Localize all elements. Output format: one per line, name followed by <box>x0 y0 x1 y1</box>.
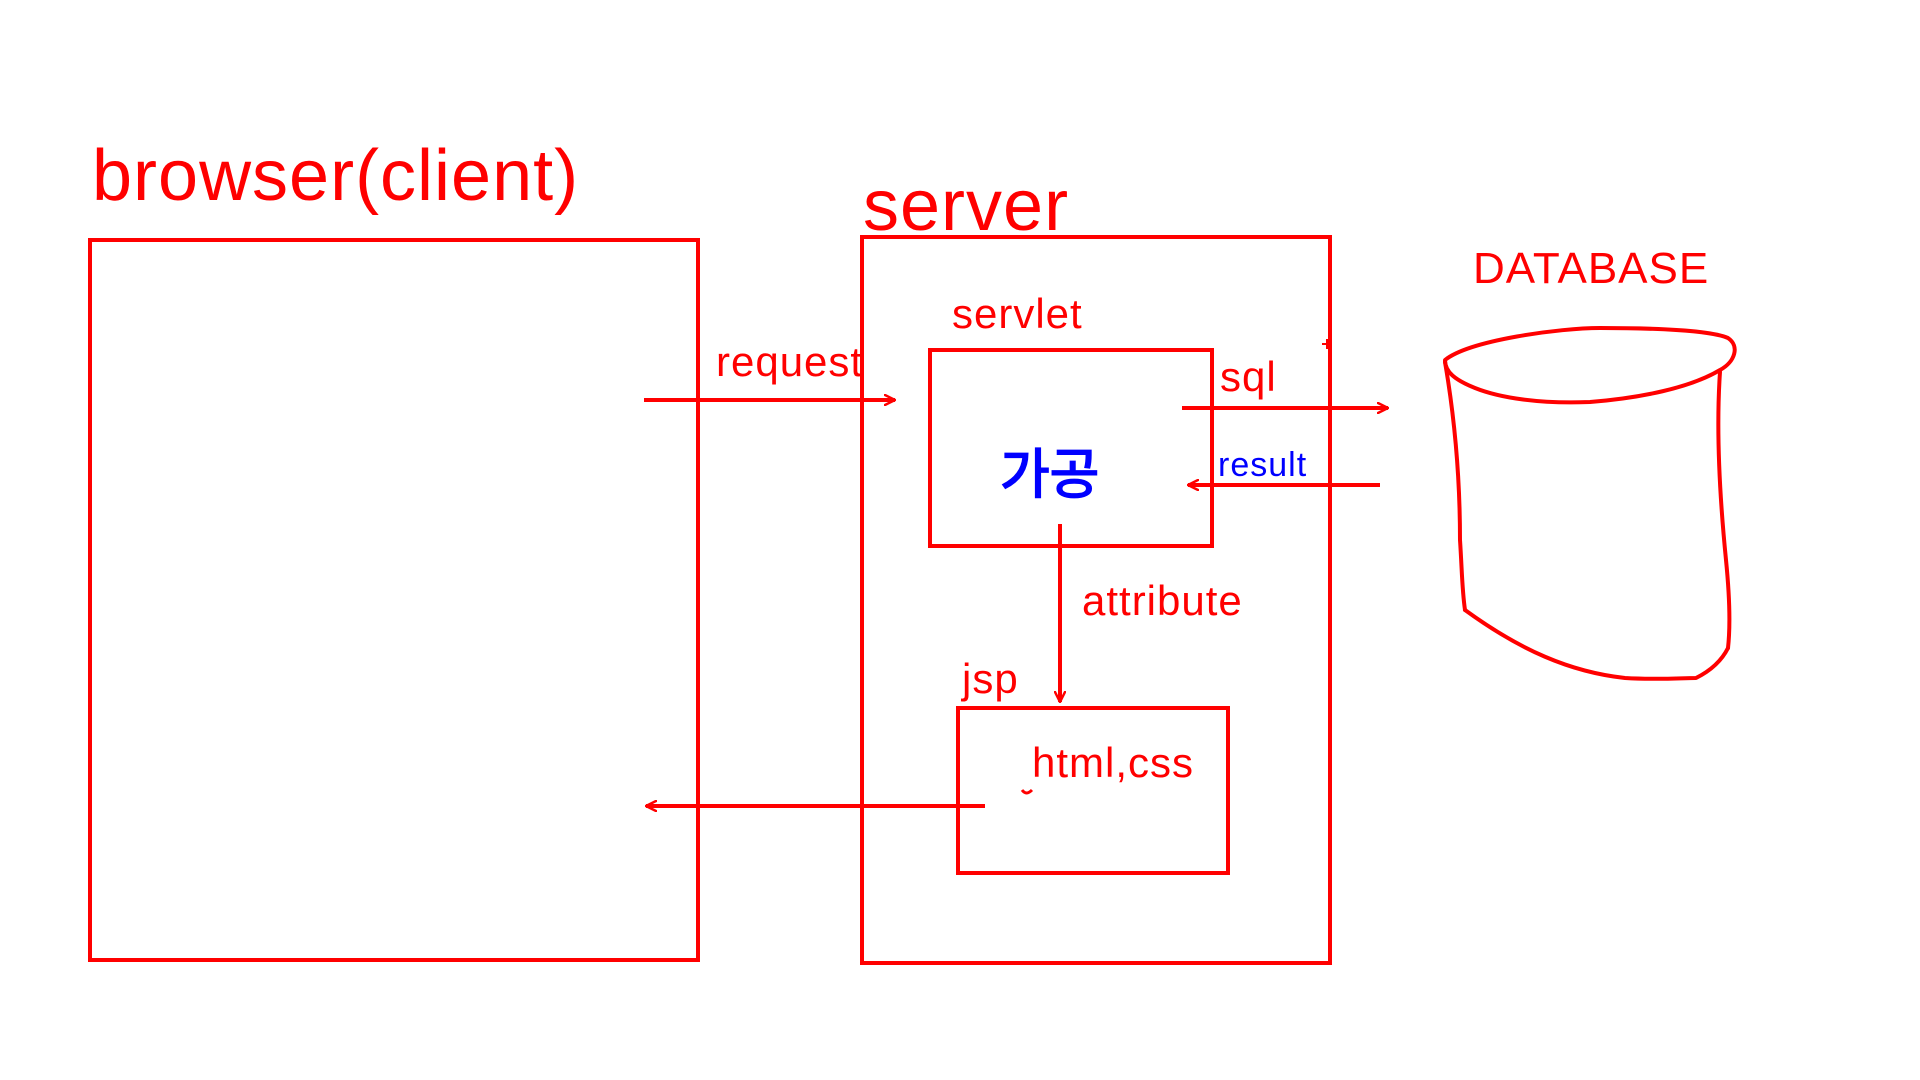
database-title: DATABASE <box>1473 244 1710 293</box>
sql-label: sql <box>1220 353 1277 400</box>
server-title: server <box>863 166 1070 246</box>
jsp-content-label: html,css <box>1032 739 1195 786</box>
stray-plus-mark <box>1322 339 1332 349</box>
servlet-title: servlet <box>952 290 1083 337</box>
database-cylinder-icon <box>1443 326 1737 681</box>
stray-tilde-mark <box>1020 788 1034 795</box>
browser-title: browser(client) <box>92 136 580 216</box>
jsp-box <box>956 706 1230 875</box>
attribute-label: attribute <box>1082 577 1243 624</box>
server-box <box>860 235 1332 965</box>
request-label: request <box>716 338 864 385</box>
browser-box <box>88 238 700 962</box>
servlet-processing-label: 가공 <box>1000 443 1100 506</box>
jsp-title: jsp <box>962 655 1019 702</box>
result-label: result <box>1218 446 1308 484</box>
servlet-box <box>928 348 1214 548</box>
